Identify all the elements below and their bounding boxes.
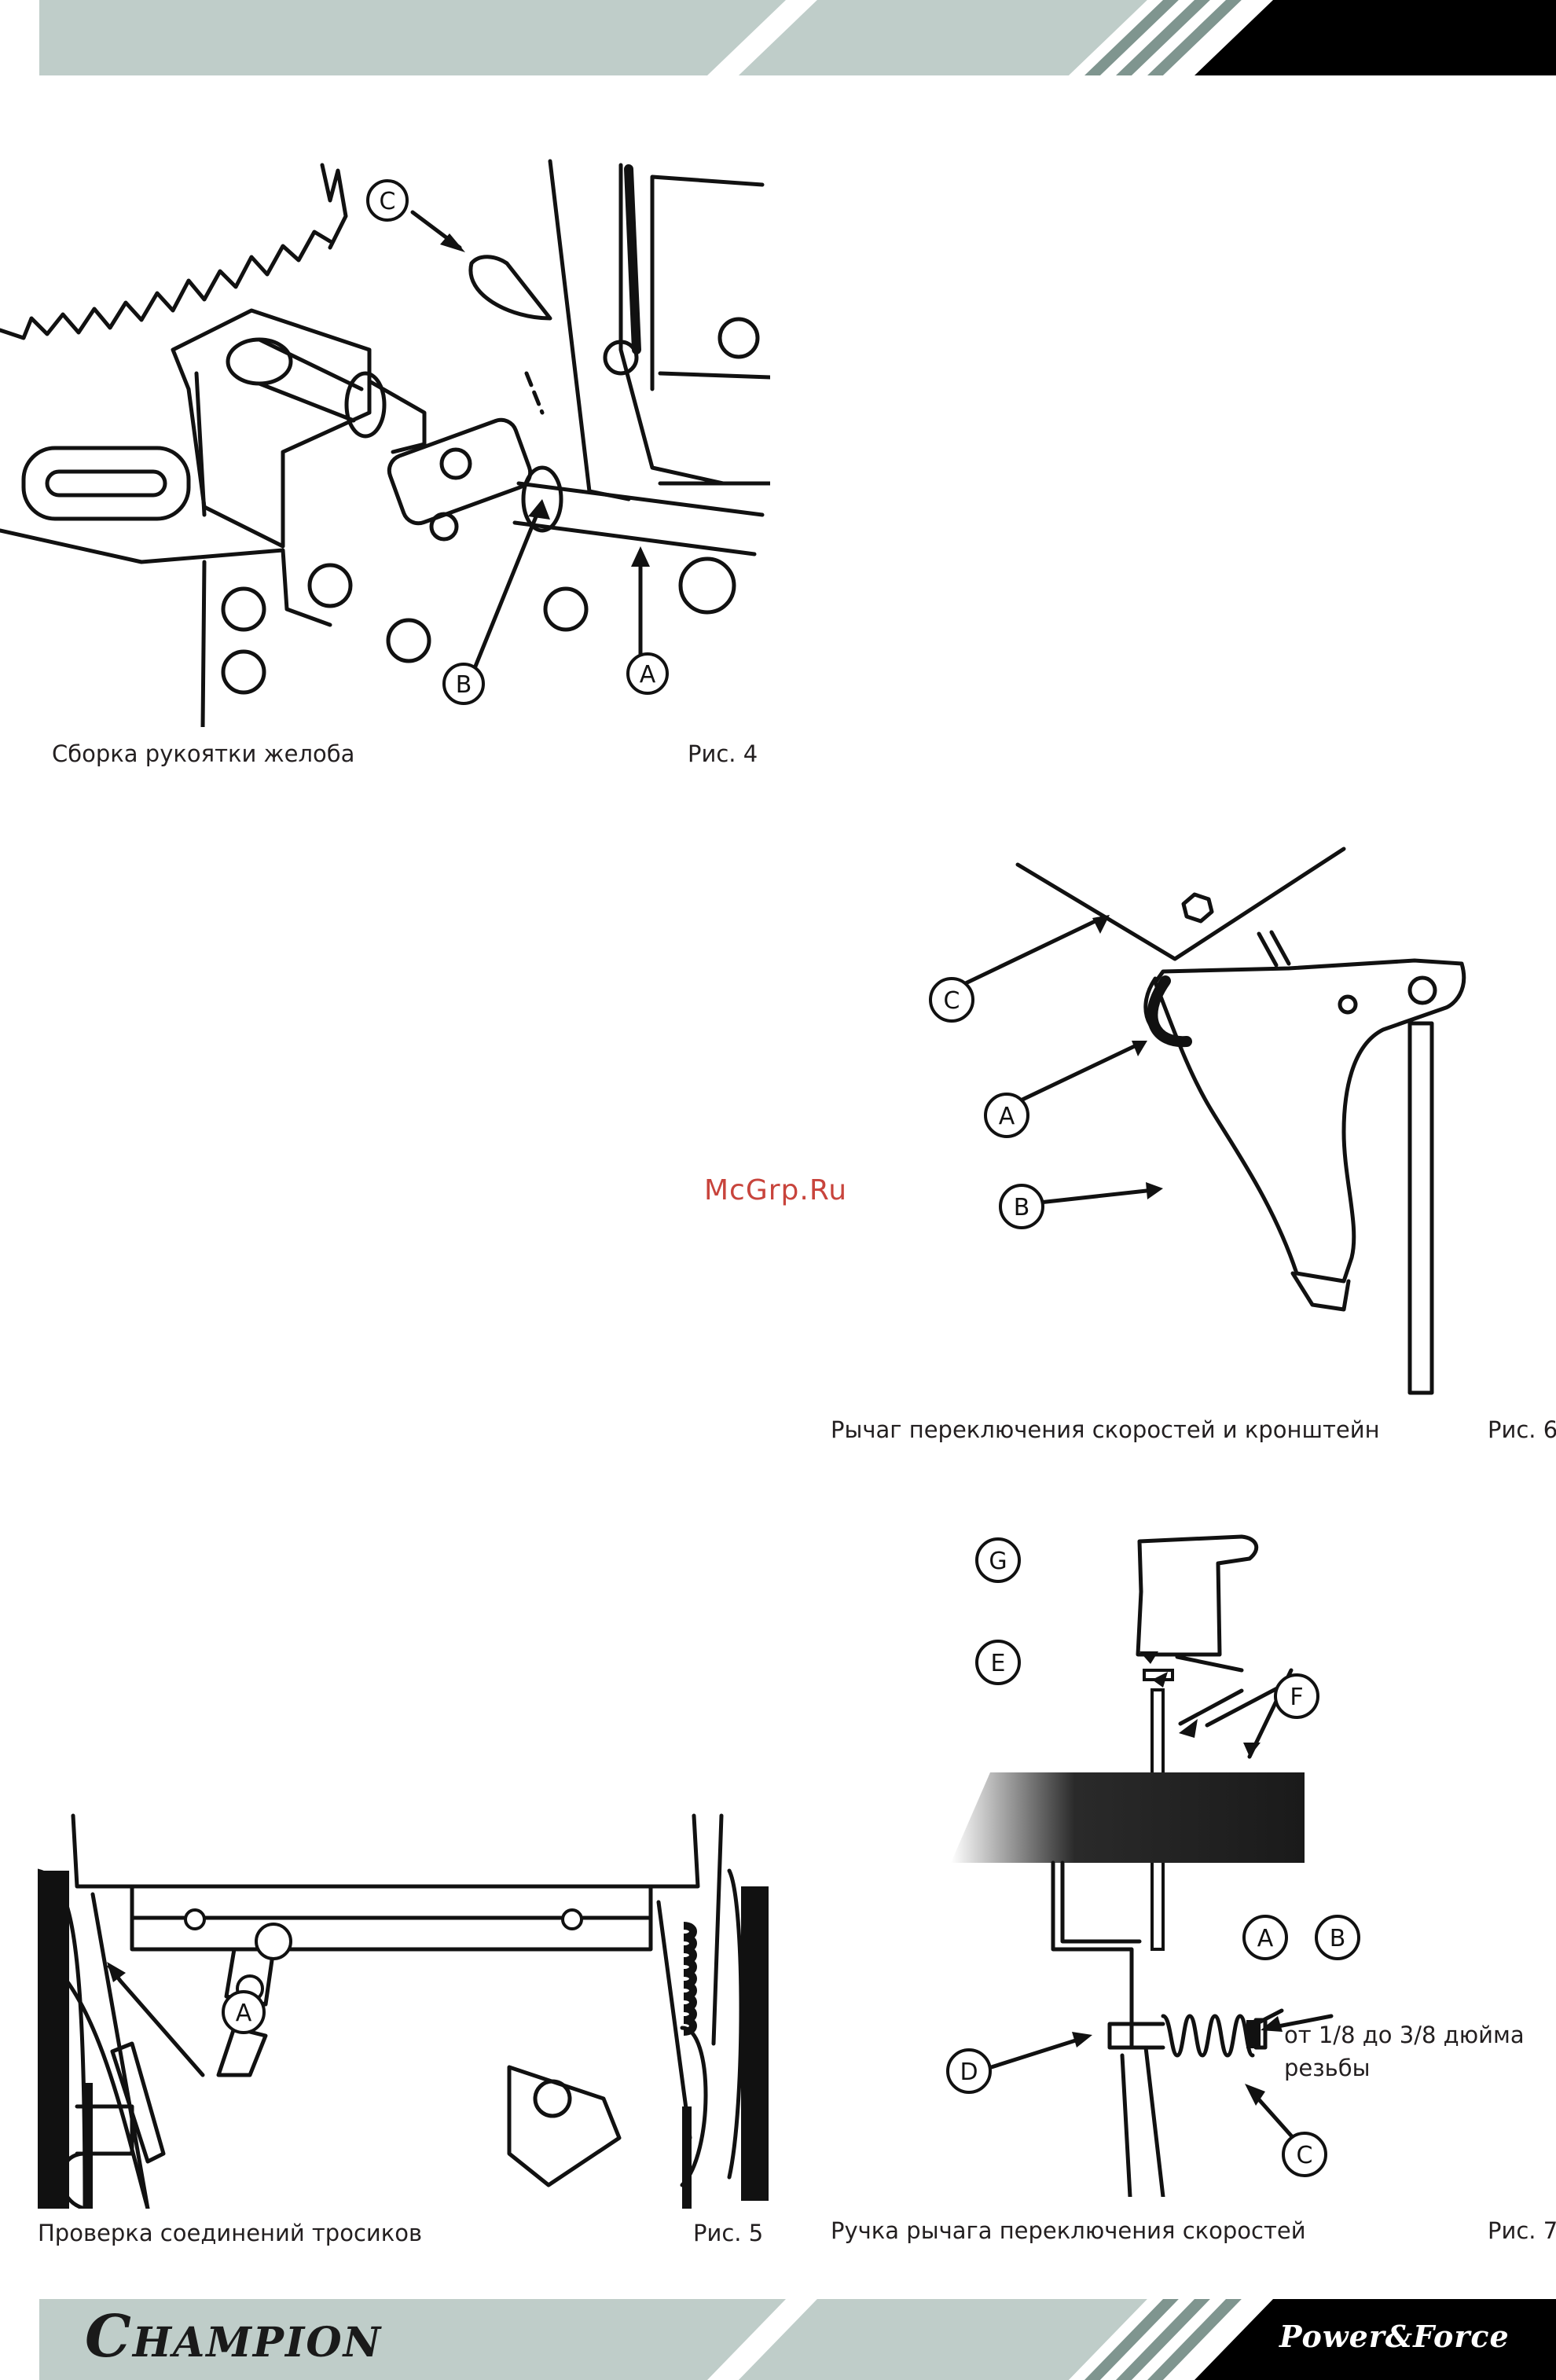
fig7-callout-g: G: [989, 1548, 1007, 1575]
figure-5-cable-connections: A: [38, 1808, 769, 2209]
fig7-callout-f: F: [1290, 1684, 1303, 1711]
fig4-number: Рис. 4: [688, 743, 758, 766]
figure-4-chute-handle: C B A: [0, 153, 770, 727]
fig4-callout-a: A: [640, 661, 656, 689]
fig7-callout-a: A: [1257, 1925, 1274, 1952]
fig4-callout-c: C: [380, 188, 396, 215]
fig6-callout-b: B: [1014, 1194, 1030, 1221]
fig5-callout-a: A: [236, 2000, 252, 2027]
figure-7-shift-lever-handle: G E F A B D C: [927, 1513, 1509, 2197]
fig7-thread-note-line1: от 1/8 до 3/8 дюйма: [1284, 2018, 1525, 2051]
fig7-callout-c: C: [1297, 2142, 1313, 2169]
brand-logo: Champion: [85, 2303, 382, 2371]
fig7-callout-b: B: [1330, 1925, 1346, 1952]
watermark: McGrp.Ru: [704, 1174, 847, 1207]
fig7-thread-note-line2: резьбы: [1284, 2051, 1525, 2084]
fig6-caption: Рычаг переключения скоростей и кронштейн: [831, 1419, 1380, 1442]
fig7-callout-e: E: [991, 1650, 1006, 1677]
fig7-callout-d: D: [960, 2059, 978, 2086]
fig7-caption: Ручка рычага переключения скоростей: [831, 2220, 1306, 2242]
fig7-thread-note: от 1/8 до 3/8 дюйма резьбы: [1284, 2018, 1525, 2084]
fig6-callout-a: A: [999, 1103, 1015, 1130]
fig6-callout-c: C: [944, 987, 960, 1015]
brand-tagline: Power&Force: [1279, 2319, 1510, 2354]
header-band: [0, 0, 1556, 79]
fig5-caption: Проверка соединений тросиков: [38, 2222, 422, 2245]
fig7-number: Рис. 7: [1488, 2220, 1556, 2242]
fig4-callout-b: B: [456, 671, 472, 699]
fig4-caption: Сборка рукоятки желоба: [52, 743, 354, 766]
fig6-number: Рис. 6: [1488, 1419, 1556, 1442]
figure-6-shift-lever-bracket: C A B: [904, 833, 1525, 1407]
fig5-number: Рис. 5: [693, 2222, 763, 2245]
